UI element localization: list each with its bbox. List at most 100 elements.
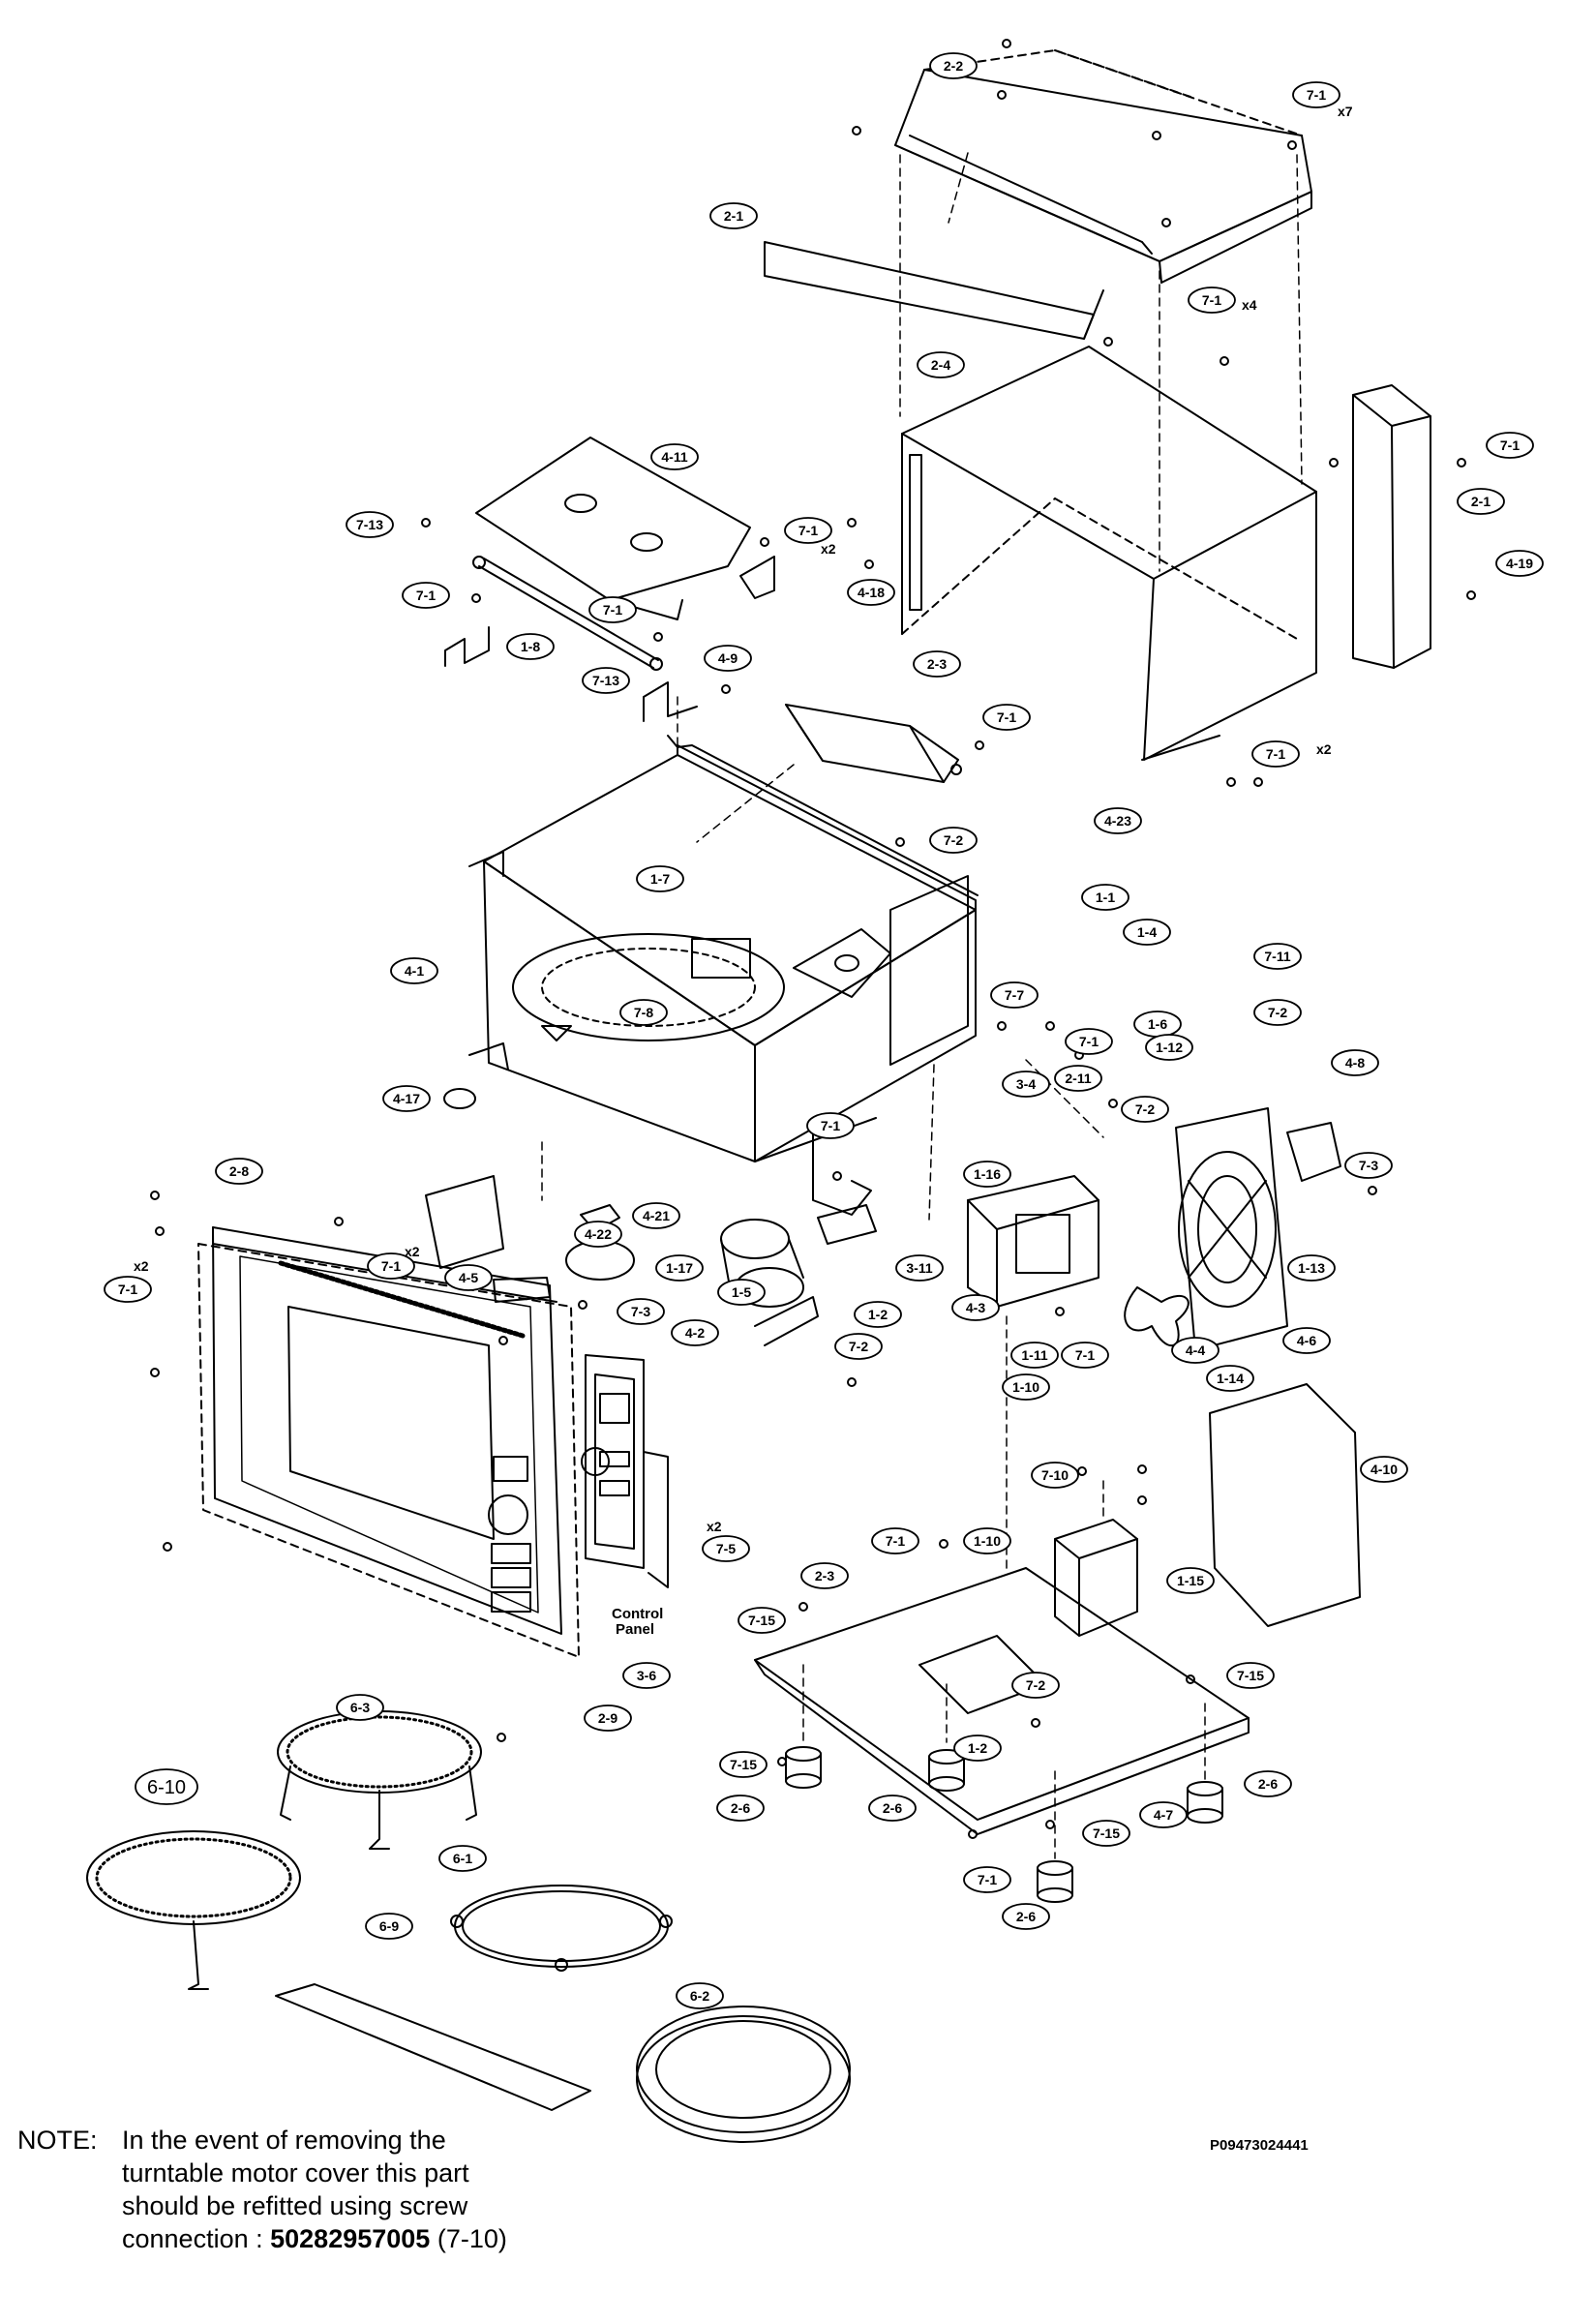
heater-rod-part (472, 556, 663, 671)
callout-text: 2-9 (598, 1710, 617, 1726)
callout-text: 4-8 (1345, 1055, 1365, 1071)
callout-text: 4-23 (1104, 813, 1131, 829)
control-panel-text-2: Panel (616, 1621, 654, 1638)
callout-4-3: 4-3 (951, 1294, 1000, 1321)
callout-text: 1-6 (1148, 1016, 1167, 1032)
callout-1-17: 1-17 (655, 1254, 704, 1282)
callout-text: 4-2 (685, 1325, 705, 1341)
callout-7-10: 7-10 (1031, 1462, 1079, 1489)
callout-7-1: 7-1 (588, 596, 637, 623)
callout-text: 4-5 (459, 1270, 478, 1285)
callout-2-3: 2-3 (913, 650, 961, 678)
callout-7-1: 7-1 (1065, 1028, 1113, 1055)
callout-text: 7-2 (849, 1339, 868, 1354)
hv-transformer-part (967, 1175, 1099, 1308)
bracket-upper (739, 556, 775, 599)
callout-2-1: 2-1 (1457, 488, 1505, 515)
callout-7-1: 7-1 (982, 704, 1031, 731)
callout-3-11: 3-11 (895, 1254, 944, 1282)
callout-7-15: 7-15 (719, 1751, 768, 1778)
note-line-4: connection : 50282957005 (7-10) (122, 2222, 507, 2255)
callout-text: 7-2 (1268, 1005, 1287, 1020)
callout-text: 4-9 (718, 650, 738, 666)
callout-text: 4-22 (585, 1226, 612, 1242)
callout-4-7: 4-7 (1139, 1801, 1188, 1828)
callout-4-18: 4-18 (847, 579, 895, 606)
screw-markers (150, 39, 1476, 1839)
multiplier-x2: x2 (707, 1519, 722, 1534)
callout-text: 6-3 (350, 1700, 370, 1715)
note-connection-label: connection : (122, 2224, 263, 2253)
transformer-1-15 (1054, 1519, 1138, 1637)
callout-1-16: 1-16 (963, 1161, 1011, 1188)
right-side-panel-part (1352, 384, 1431, 669)
callout-text: 7-1 (118, 1282, 137, 1297)
callout-6-1: 6-1 (438, 1845, 487, 1872)
callout-text: 7-10 (1041, 1467, 1069, 1483)
callout-2-3: 2-3 (800, 1562, 849, 1589)
low-rack-6-3 (277, 1710, 482, 1850)
callout-text: 1-10 (974, 1533, 1001, 1549)
callout-1-12: 1-12 (1145, 1034, 1193, 1061)
callout-7-2: 7-2 (1011, 1672, 1060, 1699)
callout-text: 4-19 (1506, 556, 1533, 571)
callout-1-2: 1-2 (953, 1735, 1002, 1762)
oven-cavity-part (468, 735, 979, 1216)
capacitor-part (720, 1219, 819, 1346)
fan-motor-1-13 (1286, 1122, 1341, 1182)
callout-text: 4-4 (1186, 1343, 1205, 1358)
callout-text: 2-2 (944, 58, 963, 74)
outer-cabinet-part (901, 346, 1317, 761)
callout-text: 7-2 (1135, 1101, 1155, 1117)
callout-2-11: 2-11 (1054, 1065, 1102, 1092)
callout-2-6: 2-6 (868, 1795, 917, 1822)
air-duct-part (785, 704, 962, 783)
high-rack-6-10 (86, 1830, 301, 1990)
callout-3-6: 3-6 (622, 1662, 671, 1689)
callout-text: 7-1 (1075, 1347, 1095, 1363)
bracket-4-18 (444, 626, 490, 667)
callout-text: 2-6 (883, 1800, 902, 1816)
callout-text: 7-1 (1079, 1034, 1099, 1049)
callout-7-1: 7-1 (367, 1252, 415, 1280)
note-line-3: should be refitted using screw (122, 2191, 468, 2220)
callout-7-1: 7-1 (402, 582, 450, 609)
callout-text: 2-1 (724, 208, 743, 224)
callout-7-3: 7-3 (617, 1298, 665, 1325)
callout-7-13: 7-13 (582, 667, 630, 694)
callout-text: 3-4 (1016, 1076, 1036, 1092)
callout-7-1: 7-1 (104, 1276, 152, 1303)
foot-bottom (1037, 1860, 1073, 1903)
callout-4-11: 4-11 (650, 443, 699, 470)
callout-2-6: 2-6 (716, 1795, 765, 1822)
callout-1-1: 1-1 (1081, 884, 1129, 911)
control-panel-text-1: Control (612, 1606, 663, 1622)
callout-text: 7-1 (798, 523, 818, 538)
callout-1-5: 1-5 (717, 1279, 766, 1306)
callout-7-2: 7-2 (1121, 1096, 1169, 1123)
callout-text: 1-4 (1137, 924, 1157, 940)
callout-1-11: 1-11 (1010, 1342, 1059, 1369)
callout-4-9: 4-9 (704, 645, 752, 672)
callout-4-5: 4-5 (444, 1264, 493, 1291)
callout-text: 2-4 (931, 357, 950, 373)
callout-text: 7-8 (634, 1005, 653, 1020)
callout-7-1: 7-1 (1292, 81, 1340, 108)
callout-text: 7-5 (716, 1541, 736, 1556)
callout-7-1: 7-1 (963, 1866, 1011, 1893)
callout-2-4: 2-4 (917, 351, 965, 378)
callout-1-6: 1-6 (1133, 1011, 1182, 1038)
multiplier-x4: x4 (1242, 297, 1257, 313)
callout-7-1: 7-1 (1251, 740, 1300, 768)
callout-text: 7-2 (1026, 1677, 1045, 1693)
note-line-2: turntable motor cover this part (122, 2158, 469, 2187)
callout-1-13: 1-13 (1287, 1254, 1336, 1282)
callout-4-4: 4-4 (1171, 1337, 1220, 1364)
multiplier-x2: x2 (821, 541, 836, 557)
note-part-ref: (7-10) (437, 2224, 507, 2253)
plate-4-5 (425, 1175, 504, 1269)
callout-text: 7-13 (592, 673, 619, 688)
callout-text: 2-1 (1471, 494, 1491, 509)
callout-text: 4-10 (1370, 1462, 1398, 1477)
callout-2-8: 2-8 (215, 1158, 263, 1185)
